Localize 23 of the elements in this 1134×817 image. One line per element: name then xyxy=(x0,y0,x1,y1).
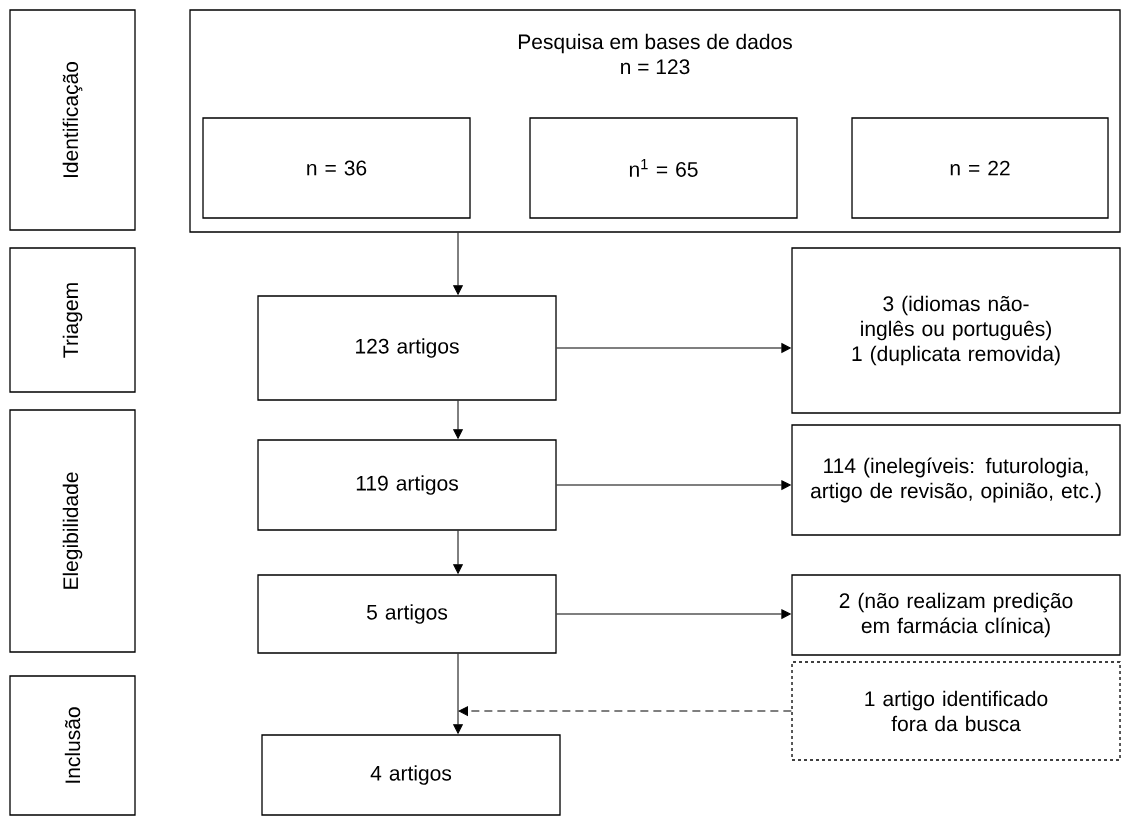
process-box: n = 36 xyxy=(202,117,471,219)
process-box: 123 artigos xyxy=(257,295,557,401)
arrow xyxy=(556,343,791,353)
process-box: n = 22 xyxy=(851,117,1109,219)
arrow xyxy=(453,653,463,734)
process-box: 4 artigos xyxy=(261,734,561,816)
process-box: 114 (inelegíveis: futurologia, artigo de revisão, opinião, etc.) xyxy=(791,424,1121,536)
arrow xyxy=(453,232,463,295)
stage-label-box: Identificação xyxy=(9,9,136,231)
process-box: 119 artigos xyxy=(257,439,557,531)
arrow xyxy=(556,480,791,490)
arrow xyxy=(453,400,463,439)
stage-label-box: Triagem xyxy=(9,247,136,393)
stage-label-box: Elegibilidade xyxy=(9,409,136,653)
process-box: 3 (idiomas não-inglês ou português) 1 (duplicata removida) xyxy=(791,247,1121,414)
process-box: n$^{1}$ = 65 xyxy=(529,117,798,219)
arrow xyxy=(458,706,792,716)
arrow xyxy=(453,530,463,574)
process-box: 2 (não realizam predição em farmácia clínica) xyxy=(791,574,1121,656)
stage-label-box: Inclusão xyxy=(9,675,136,816)
process-box: 5 artigos xyxy=(257,574,557,654)
arrow xyxy=(556,609,791,619)
dashed-box: 1 artigo identificado fora da busca xyxy=(791,661,1121,761)
